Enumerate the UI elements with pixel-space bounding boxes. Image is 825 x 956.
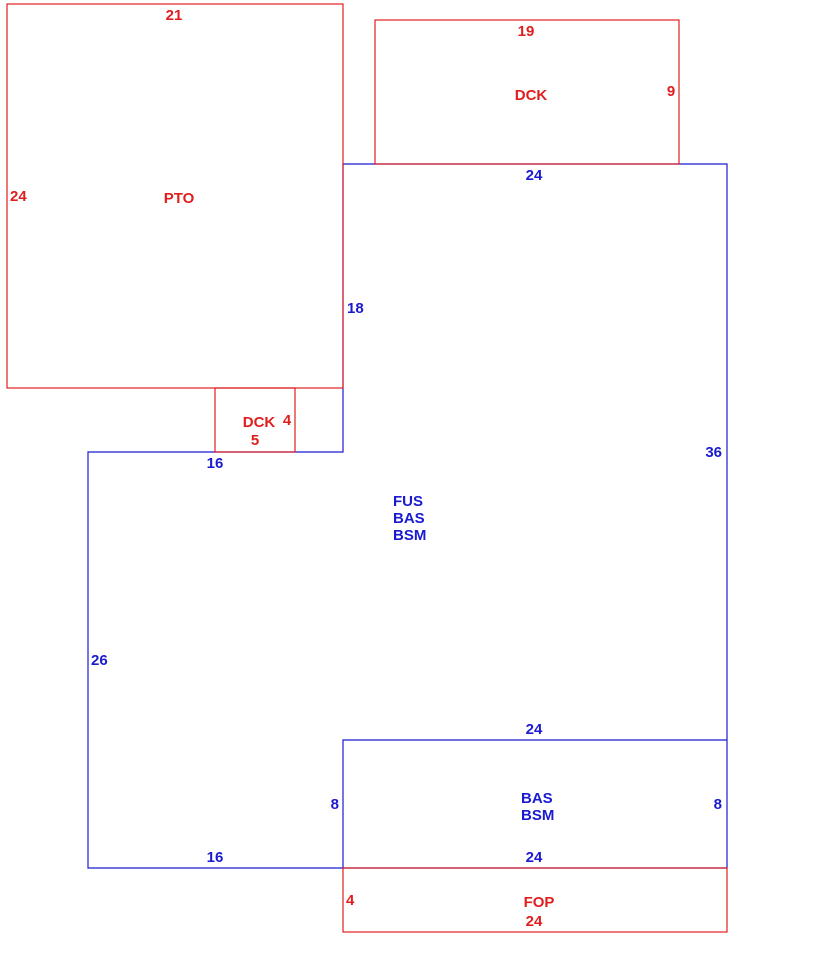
bas-lower-label-bsm: BSM (521, 807, 554, 824)
fop-bottom-dimension: 24 (526, 913, 543, 930)
main-label-bsm: BSM (393, 527, 426, 544)
pto-outline (6, 3, 344, 389)
dck-small-outline (214, 387, 296, 453)
bas-lower-right-dimension: 8 (714, 796, 722, 813)
main-label-fus: FUS (393, 493, 423, 510)
main-label-bas: BAS (393, 510, 425, 527)
dck-small-right-dimension: 4 (283, 412, 292, 429)
main-notch-right-dimension: 18 (347, 300, 364, 317)
fop-left-dimension: 4 (346, 892, 355, 909)
pto-left-dimension: 24 (10, 188, 27, 205)
bas-lower-bottom-dimension: 24 (526, 849, 543, 866)
main-right-dimension: 36 (705, 444, 722, 461)
dck-small-bottom-dimension: 5 (251, 432, 259, 449)
pto-top-dimension: 21 (166, 7, 183, 24)
main-notch-top-dimension: 16 (207, 455, 224, 472)
bas-lower-top-dimension: 24 (526, 721, 543, 738)
bas-lower-outline (342, 739, 727, 868)
main-bottom-left-dimension: 16 (207, 849, 224, 866)
main-top-dimension: 24 (526, 167, 543, 184)
dck-top-right-dimension: 9 (667, 83, 675, 100)
fop-outline (342, 867, 728, 933)
dck-top-top-dimension: 19 (518, 23, 535, 40)
dck-top-outline (374, 19, 680, 165)
dck-top-label: DCK (515, 87, 548, 104)
pto-label: PTO (164, 190, 195, 207)
bas-lower-left-dimension: 8 (331, 796, 339, 813)
main-house-outline (87, 163, 728, 869)
dck-small-label: DCK (243, 414, 276, 431)
main-left-dimension: 26 (91, 652, 108, 669)
fop-label: FOP (524, 894, 555, 911)
bas-lower-label-bas: BAS (521, 790, 553, 807)
